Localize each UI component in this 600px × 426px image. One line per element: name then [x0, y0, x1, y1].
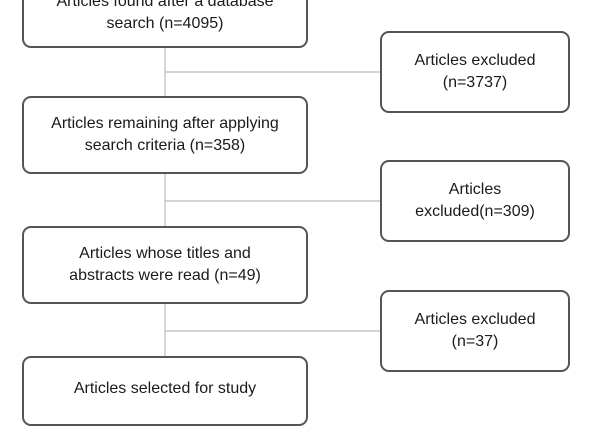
box-excluded-first: Articles excluded (n=3737)	[380, 31, 570, 113]
box-articles-remaining-line1: Articles remaining after applying	[51, 115, 279, 132]
box-excluded-first-text: Articles excluded (n=3737)	[415, 50, 536, 94]
box-excluded-third-text: Articles excluded (n=37)	[415, 309, 536, 353]
box-articles-found-line2: search (n=4095)	[106, 15, 224, 32]
box-excluded-second-line1: Articles	[448, 181, 502, 198]
box-excluded-second: Articles excluded(n=309)	[380, 160, 570, 242]
box-articles-found: Articles found after a database search (…	[22, 0, 308, 48]
box-articles-selected: Articles selected for study	[22, 356, 308, 426]
connector-lines	[164, 48, 380, 356]
box-articles-selected-line1: Articles selected for study	[73, 380, 257, 397]
box-articles-remaining: Articles remaining after applying search…	[22, 96, 308, 174]
box-excluded-second-line2: excluded(n=309)	[415, 203, 535, 220]
box-articles-found-line1: Articles found after a database	[56, 0, 274, 10]
box-excluded-third-line2: (n=37)	[451, 333, 499, 350]
box-articles-selected-text: Articles selected for study	[74, 378, 256, 400]
box-articles-read-text: Articles whose titles and abstracts were…	[69, 243, 261, 287]
box-articles-remaining-line2: search criteria (n=358)	[84, 137, 246, 154]
box-articles-remaining-text: Articles remaining after applying search…	[51, 113, 279, 157]
box-excluded-first-line1: Articles excluded	[414, 52, 536, 69]
box-articles-read-line1: Articles whose titles and	[79, 245, 251, 262]
box-articles-read: Articles whose titles and abstracts were…	[22, 226, 308, 304]
box-excluded-third: Articles excluded (n=37)	[380, 290, 570, 372]
box-excluded-first-line2: (n=3737)	[442, 74, 508, 91]
box-articles-read-line2: abstracts were read (n=49)	[69, 267, 261, 284]
box-excluded-second-text: Articles excluded(n=309)	[415, 179, 535, 223]
box-excluded-third-line1: Articles excluded	[414, 311, 536, 328]
box-articles-found-text: Articles found after a database search (…	[56, 0, 273, 35]
